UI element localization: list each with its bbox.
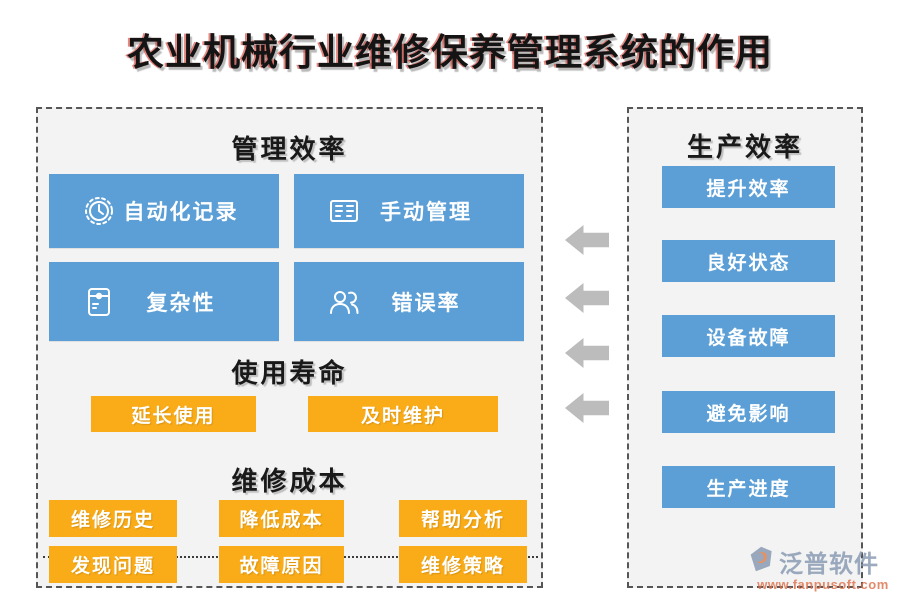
box-label: 维修历史	[70, 510, 155, 531]
box-timely-maintenance: 及时维护	[308, 396, 498, 432]
box-label: 自动化记录	[123, 200, 239, 224]
box-label: 提升效率	[706, 178, 791, 200]
watermark-url: www.fanpusoft.com	[757, 577, 889, 592]
box-automated-records: 自动化记录	[49, 174, 279, 248]
heading-service-life: 使用寿命	[231, 359, 348, 388]
watermark-brand: 泛普软件	[779, 552, 879, 578]
watermark: 泛普软件 www.fanpusoft.com	[748, 544, 898, 592]
clock-icon	[81, 193, 117, 229]
box-production-progress: 生产进度	[662, 466, 835, 508]
left-arrow	[565, 283, 609, 313]
box-label: 生产进度	[706, 478, 791, 500]
box-good-condition: 良好状态	[662, 240, 835, 282]
box-error-rate: 错误率	[294, 262, 524, 341]
box-label: 发现问题	[70, 556, 155, 577]
box-label: 手动管理	[380, 200, 472, 224]
box-label: 良好状态	[706, 252, 791, 274]
box-improve-efficiency: 提升效率	[662, 166, 835, 208]
fanpu-logo-icon	[748, 545, 776, 578]
box-label: 帮助分析	[420, 510, 505, 531]
box-help-analysis: 帮助分析	[399, 500, 527, 537]
box-failure-cause: 故障原因	[219, 546, 344, 583]
box-equipment-failure: 设备故障	[662, 315, 835, 357]
heading-maintenance-cost: 维修成本	[231, 467, 348, 496]
package-icon	[81, 284, 117, 320]
box-label: 延长使用	[131, 405, 216, 427]
left-arrow	[565, 338, 609, 368]
box-label: 设备故障	[706, 327, 791, 349]
box-find-problems: 发现问题	[49, 546, 177, 583]
box-label: 避免影响	[706, 403, 791, 425]
page-title: 农业机械行业维修保养管理系统的作用	[127, 33, 773, 74]
box-complexity: 复杂性	[49, 262, 279, 341]
box-label: 错误率	[391, 290, 461, 315]
box-reduce-cost: 降低成本	[219, 500, 344, 537]
heading-management-efficiency: 管理效率	[231, 135, 348, 164]
box-label: 复杂性	[146, 290, 216, 315]
right-panel: 生产效率 提升效率 良好状态 设备故障 避免影响 生产进度	[627, 107, 863, 588]
box-avoid-impact: 避免影响	[662, 391, 835, 433]
box-repair-strategy: 维修策略	[399, 546, 527, 583]
box-label: 故障原因	[239, 556, 324, 577]
form-icon	[326, 193, 362, 229]
box-label: 及时维护	[360, 405, 445, 427]
heading-production-efficiency: 生产效率	[686, 133, 803, 162]
box-label: 降低成本	[239, 510, 324, 531]
users-icon	[326, 284, 362, 320]
left-arrow	[565, 393, 609, 423]
box-label: 维修策略	[420, 556, 505, 577]
left-panel: 管理效率 自动化记录 手动管理	[36, 107, 543, 588]
box-extend-use: 延长使用	[91, 396, 256, 432]
box-repair-history: 维修历史	[49, 500, 177, 537]
box-manual-management: 手动管理	[294, 174, 524, 248]
left-arrow	[565, 225, 609, 255]
